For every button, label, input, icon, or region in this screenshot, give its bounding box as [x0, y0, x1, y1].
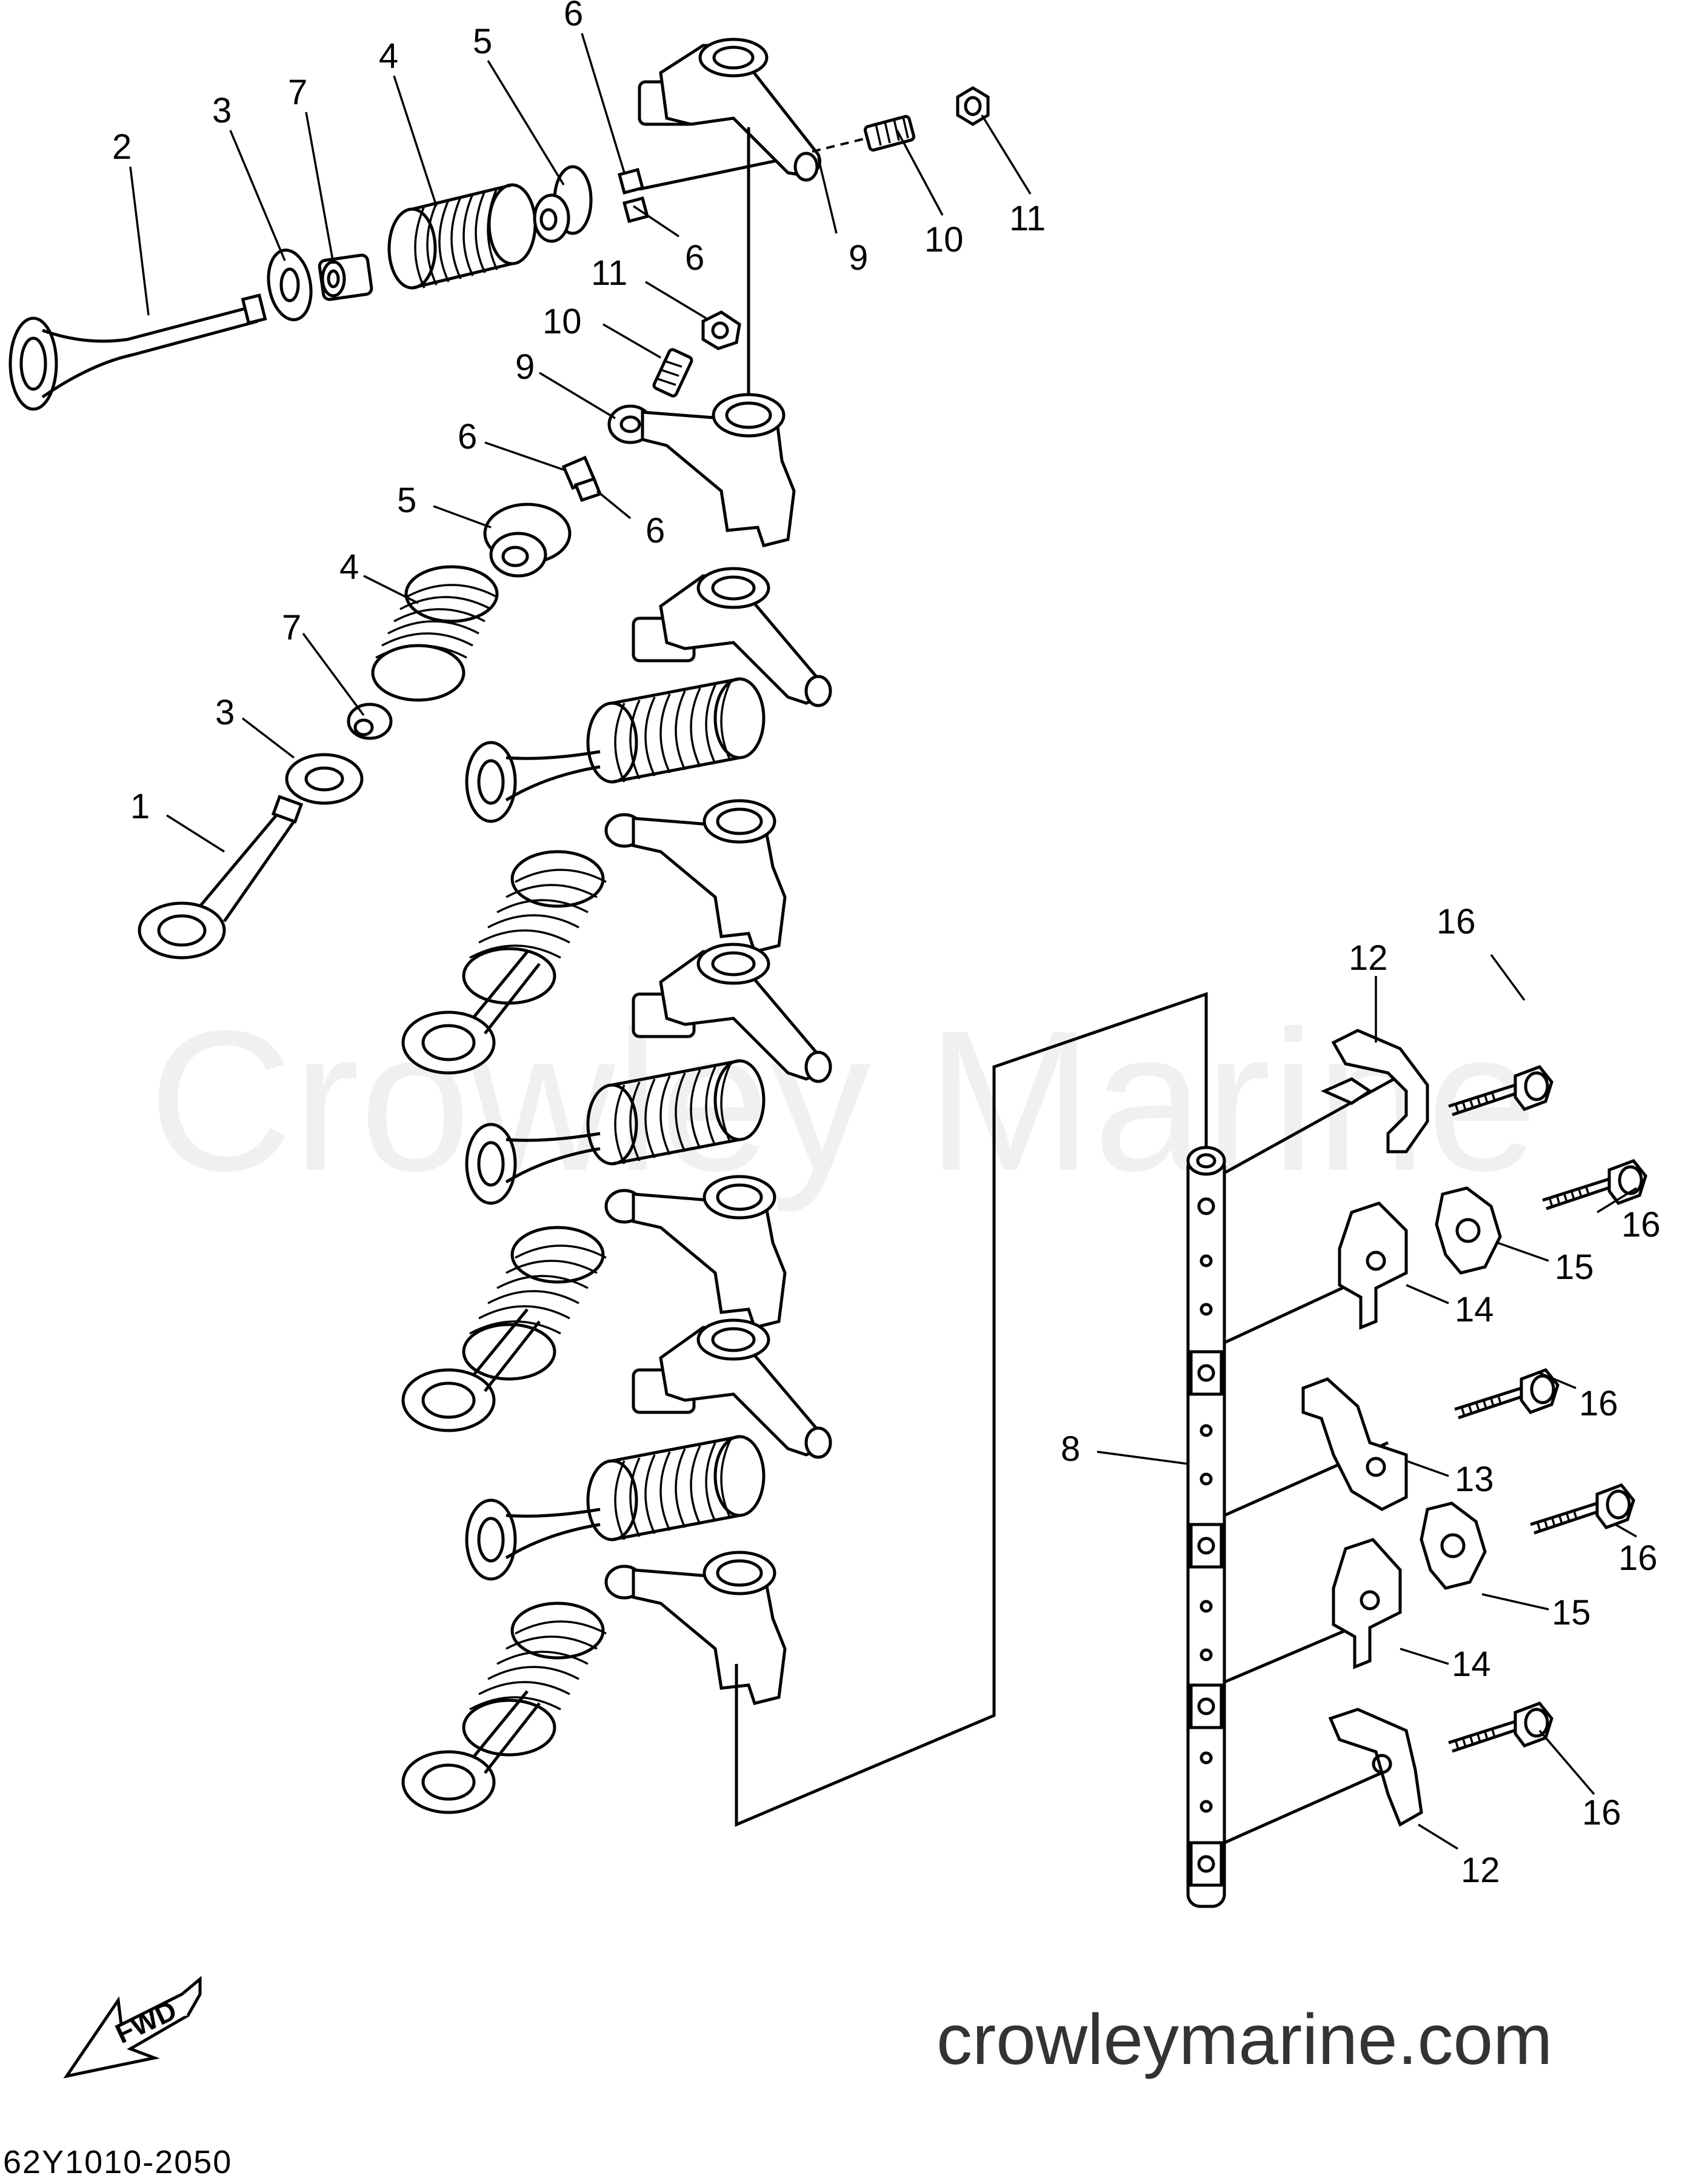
rocker-shaft: [1186, 1146, 1226, 1908]
callout-2: 2: [112, 127, 132, 167]
callout-15: 15: [1555, 1247, 1594, 1287]
valve-assembly-row2-exh: [401, 1226, 607, 1432]
callout-8: 8: [1061, 1429, 1080, 1469]
bracket-14-lower: [1332, 1538, 1402, 1669]
callout-7: 7: [288, 73, 307, 112]
shaft-reference-lines: [735, 992, 1208, 1827]
valve-stem-seal-mid: [347, 703, 393, 740]
valve-seat-washer-top: [267, 249, 313, 321]
callout-3: 3: [212, 91, 232, 130]
rocker-arm-row1a: [632, 567, 832, 707]
bolt-16-b: [1543, 1161, 1646, 1209]
rocker-arm-row2b: [604, 1175, 787, 1329]
rocker-arm-row3a: [632, 1318, 832, 1459]
intake-valve-top: [8, 293, 267, 411]
rocker-arm-row1b: [604, 799, 787, 953]
valve-cotters-mid: [561, 455, 602, 503]
callout-14: 14: [1455, 1290, 1494, 1329]
bracket-15-upper: [1435, 1186, 1502, 1275]
shaft-bracket-12-top: [1320, 1029, 1429, 1154]
callout-15: 15: [1552, 1593, 1591, 1632]
callout-12: 12: [1461, 1851, 1500, 1890]
callout-16: 16: [1579, 1384, 1618, 1423]
callout-9: 9: [515, 347, 535, 387]
callout-13: 13: [1455, 1460, 1494, 1499]
callout-11: 11: [1009, 199, 1046, 238]
callout-6: 6: [646, 511, 665, 550]
valve-cotters-top: [617, 167, 650, 224]
lock-nut-top: [956, 86, 990, 126]
callout-16: 16: [1618, 1538, 1658, 1578]
valve-spring-top: [387, 183, 537, 290]
callout-7: 7: [282, 608, 301, 647]
callout-10: 10: [542, 302, 582, 341]
shaft-bracket-12-bottom: [1328, 1708, 1423, 1827]
bracket-15-lower: [1420, 1501, 1487, 1590]
valve-assembly-row2: [465, 1059, 766, 1205]
callout-3: 3: [215, 693, 235, 732]
valve-assembly-row3: [465, 1435, 766, 1581]
exhaust-valve-mid: [138, 795, 304, 960]
valve-assembly-row3-exh: [401, 1601, 607, 1814]
callout-11: 11: [591, 253, 627, 293]
callout-1: 1: [130, 787, 150, 826]
callout-9: 9: [849, 238, 868, 278]
callout-leaders: [129, 33, 1637, 1850]
callout-12: 12: [1349, 938, 1388, 978]
valve-spring-mid: [371, 565, 499, 702]
rocker-arm-row3b: [604, 1551, 787, 1705]
spring-retainer-top: [533, 165, 593, 243]
drawing-code: 62Y1010-2050: [3, 2144, 232, 2180]
valve-stem-seal-top: [318, 253, 373, 301]
callout-6: 6: [564, 0, 583, 33]
adjusting-screw-mid: [652, 348, 693, 398]
watermark: Crowley Marine: [149, 989, 1538, 1214]
callout-16: 16: [1437, 902, 1476, 941]
callout-16: 16: [1621, 1205, 1661, 1244]
callout-6: 6: [685, 238, 704, 278]
bracket-13: [1301, 1377, 1408, 1511]
callout-6: 6: [458, 417, 477, 456]
callout-16: 16: [1582, 1793, 1621, 1832]
callout-4: 4: [339, 547, 359, 587]
fwd-arrow: FWD: [63, 1975, 202, 2079]
rocker-arm-row2a: [632, 943, 832, 1083]
site-footer: crowleymarine.com: [936, 2000, 1552, 2080]
callout-numbers: 2 3 7 4 5 6 6 9 10 11 11 10 9 6 6 5 4 7 …: [112, 0, 1661, 1890]
bolt-16-c: [1455, 1370, 1558, 1418]
callout-5: 5: [397, 481, 416, 520]
bolt-16-e: [1449, 1703, 1552, 1751]
bracket-14-upper: [1338, 1201, 1408, 1330]
adjusting-screw-top: [812, 115, 916, 153]
callout-5: 5: [473, 22, 492, 61]
valve-assembly-row1-exh: [401, 850, 607, 1075]
callout-4: 4: [379, 36, 398, 76]
spring-retainer-mid: [483, 503, 572, 578]
rocker-arm-top: [638, 38, 821, 182]
lock-nut-mid: [701, 310, 741, 350]
callout-14: 14: [1452, 1645, 1491, 1684]
valve-seat-washer-mid: [285, 753, 364, 805]
callout-10: 10: [924, 220, 964, 259]
valve-assembly-row1: [465, 677, 766, 823]
rocker-arm-mid: [607, 393, 796, 547]
